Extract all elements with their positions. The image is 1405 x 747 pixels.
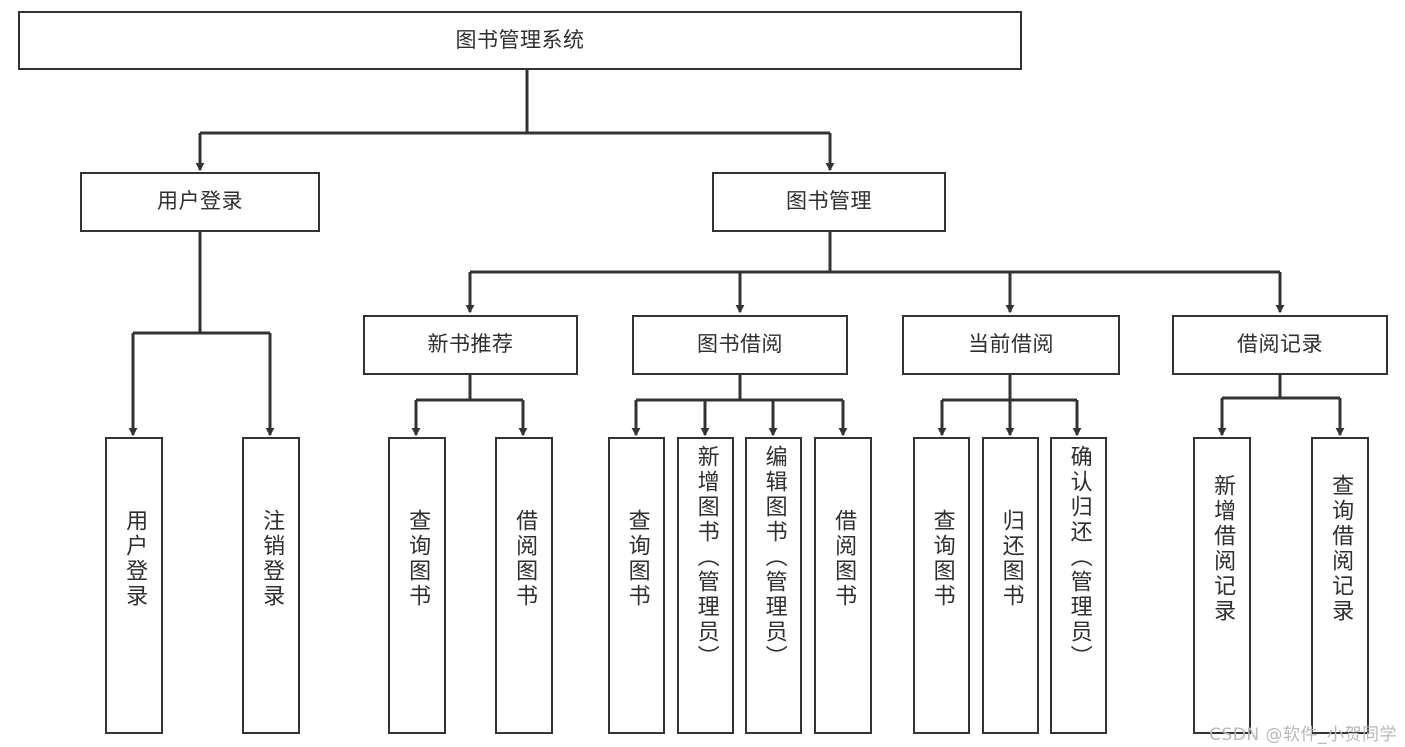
node-book-borrow-label: 图书借阅 (697, 332, 783, 357)
node-leaf-logout[interactable]: 注销登录 (242, 437, 300, 734)
node-leaf-add-record-label: 新增借阅记录 (1210, 474, 1236, 624)
node-leaf-edit-book[interactable]: 编辑图书（管理员） (745, 437, 802, 734)
node-book-borrow[interactable]: 图书借阅 (632, 315, 848, 375)
node-user-login-label: 用户登录 (157, 189, 243, 214)
node-current-borrow[interactable]: 当前借阅 (902, 315, 1120, 375)
node-leaf-confirm-return[interactable]: 确认归还（管理员） (1050, 437, 1107, 734)
node-book-management-label: 图书管理 (786, 189, 872, 214)
node-leaf-user-login[interactable]: 用户登录 (105, 437, 163, 734)
node-new-book-recommend[interactable]: 新书推荐 (363, 315, 578, 375)
node-borrow-record-label: 借阅记录 (1237, 332, 1323, 357)
node-leaf-query-record-label: 查询借阅记录 (1328, 474, 1354, 624)
node-borrow-record[interactable]: 借阅记录 (1172, 315, 1388, 375)
node-leaf-confirm-return-label: 确认归还（管理员） (1066, 445, 1092, 670)
node-current-borrow-label: 当前借阅 (968, 332, 1054, 357)
node-leaf-return-book[interactable]: 归还图书 (982, 437, 1039, 734)
node-leaf-return-book-label: 归还图书 (998, 509, 1024, 609)
node-leaf-query-record[interactable]: 查询借阅记录 (1311, 437, 1369, 734)
node-leaf-query-book-3-label: 查询图书 (929, 509, 955, 609)
node-leaf-query-book-2[interactable]: 查询图书 (608, 437, 665, 734)
node-leaf-user-login-label: 用户登录 (122, 509, 148, 609)
node-leaf-logout-label: 注销登录 (259, 509, 285, 609)
node-leaf-borrow-book-1-label: 借阅图书 (512, 509, 538, 609)
node-leaf-add-book-label: 新增图书（管理员） (693, 445, 719, 670)
node-leaf-add-book[interactable]: 新增图书（管理员） (677, 437, 734, 734)
node-leaf-query-book-1-label: 查询图书 (405, 509, 431, 609)
node-root-label: 图书管理系统 (455, 27, 585, 52)
node-new-book-recommend-label: 新书推荐 (427, 332, 514, 357)
node-root[interactable]: 图书管理系统 (18, 11, 1022, 70)
node-leaf-edit-book-label: 编辑图书（管理员） (761, 445, 787, 670)
node-book-management[interactable]: 图书管理 (712, 172, 946, 232)
watermark-text: CSDN @软件_小贺同学 (1209, 725, 1397, 745)
node-leaf-query-book-1[interactable]: 查询图书 (388, 437, 446, 734)
node-leaf-query-book-3[interactable]: 查询图书 (913, 437, 970, 734)
node-leaf-borrow-book-1[interactable]: 借阅图书 (495, 437, 553, 734)
node-leaf-borrow-book-2[interactable]: 借阅图书 (814, 437, 872, 734)
node-leaf-query-book-2-label: 查询图书 (624, 509, 650, 609)
node-leaf-add-record[interactable]: 新增借阅记录 (1193, 437, 1251, 734)
node-user-login[interactable]: 用户登录 (80, 172, 320, 232)
node-leaf-borrow-book-2-label: 借阅图书 (831, 509, 857, 609)
